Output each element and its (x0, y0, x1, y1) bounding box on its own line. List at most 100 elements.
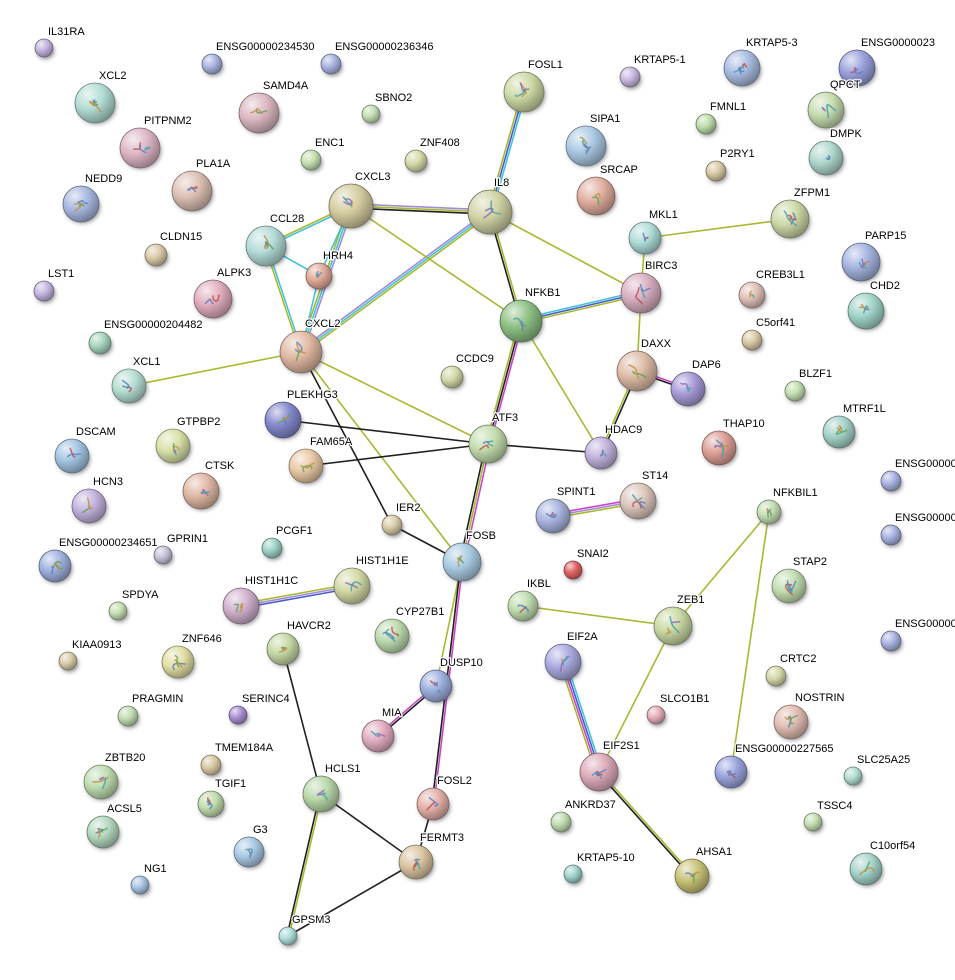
protein-node-CCDC9[interactable] (440, 365, 465, 390)
protein-node-LST1[interactable] (33, 280, 56, 303)
protein-node-SPINT1[interactable] (535, 498, 572, 535)
interaction-edge-GPSM3-FERMT3[interactable] (287, 861, 417, 937)
protein-node-NOSTRIN[interactable] (773, 704, 810, 741)
protein-node-KIAA0913[interactable] (58, 651, 79, 673)
protein-node-EIF2A[interactable] (544, 643, 583, 682)
interaction-edge-CXCL3-NFKB1[interactable] (350, 205, 522, 322)
protein-node-CXCL3[interactable] (328, 183, 375, 229)
protein-node-KRTAP5-3[interactable] (723, 49, 762, 88)
interaction-edge-HIST1H1E-HIST1H1C[interactable] (239, 583, 354, 609)
protein-node-DUSP10[interactable] (419, 669, 454, 704)
protein-node-IL31RA[interactable] (34, 38, 55, 60)
interaction-edge-HCLS1-GPSM3[interactable] (286, 792, 323, 938)
protein-node-CRTC2[interactable] (765, 665, 788, 688)
protein-node-ZFPM1[interactable] (770, 199, 811, 240)
protein-node-ENSG00000236346[interactable] (320, 53, 343, 76)
protein-node-SAMD4A[interactable] (238, 92, 281, 134)
protein-node-EIF2S1[interactable] (579, 752, 620, 793)
interaction-edge-FAM65A-ATF3[interactable] (305, 443, 489, 467)
protein-node-SPDYA[interactable] (108, 601, 129, 623)
protein-node-ANKRD37[interactable] (550, 811, 573, 834)
protein-node-CCL28[interactable] (245, 225, 288, 267)
interaction-edge-CXCL2-ATF3[interactable] (300, 351, 489, 445)
protein-node-MKL1[interactable] (628, 221, 663, 256)
protein-node-ENSG_R2[interactable] (880, 524, 903, 547)
protein-node-SLC25A25[interactable] (843, 766, 864, 788)
interaction-edge-NFKBIL1-ENSG00000227565[interactable] (730, 511, 770, 773)
interaction-edge-EIF2S1-AHSA1[interactable] (597, 770, 694, 878)
protein-node-CREB3L1[interactable] (738, 281, 767, 310)
protein-node-ENSG00000227565[interactable] (714, 755, 749, 790)
protein-node-FOSL1[interactable] (503, 71, 546, 113)
protein-node-G3[interactable] (233, 836, 266, 869)
protein-node-BIRC3[interactable] (620, 272, 663, 314)
protein-node-GPSM3[interactable] (278, 926, 299, 948)
interaction-edge-ZEB1-EIF2S1[interactable] (598, 625, 674, 773)
protein-node-CTSK[interactable] (182, 472, 221, 511)
protein-node-BLZF1[interactable] (784, 380, 807, 403)
protein-node-ENSG00000234651[interactable] (38, 549, 73, 584)
protein-node-GTPBP2[interactable] (155, 428, 192, 465)
protein-node-HIST1H1E[interactable] (333, 567, 372, 606)
protein-node-DAXX[interactable] (616, 350, 659, 392)
interaction-edge-CXCL2-IL8[interactable] (298, 209, 493, 355)
protein-node-ACSL5[interactable] (86, 815, 121, 850)
protein-node-IL8[interactable] (467, 189, 514, 235)
protein-node-TGIF1[interactable] (197, 790, 226, 819)
protein-node-SRCAP[interactable] (576, 176, 617, 217)
protein-node-GPRIN1[interactable] (153, 545, 174, 567)
protein-node-C10orf54[interactable] (849, 852, 884, 887)
protein-node-HDAC9[interactable] (584, 436, 619, 471)
protein-node-FAM65A[interactable] (288, 448, 325, 485)
interaction-edge-CXCL3-IL8[interactable] (350, 203, 491, 215)
protein-node-MTRF1L[interactable] (822, 415, 857, 450)
protein-node-STAP2[interactable] (771, 568, 808, 605)
protein-node-PITPNM2[interactable] (119, 127, 162, 169)
protein-node-P2RY1[interactable] (705, 160, 728, 183)
interaction-edge-XCL1-CXCL2[interactable] (128, 351, 302, 387)
protein-node-XCL1[interactable] (111, 368, 148, 405)
protein-node-XCL2[interactable] (74, 82, 117, 124)
protein-node-ZNF646[interactable] (161, 645, 196, 680)
protein-node-ATF3[interactable] (468, 424, 509, 465)
protein-node-THAP10[interactable] (701, 430, 738, 467)
interaction-edge-MKL1-ZFPM1[interactable] (644, 218, 791, 239)
protein-node-AHSA1[interactable] (674, 858, 711, 895)
interaction-edge-NFKB1-HDAC9[interactable] (520, 320, 602, 454)
protein-node-DSCAM[interactable] (54, 438, 91, 475)
protein-node-ENSG_R3[interactable] (880, 630, 903, 653)
protein-node-IER2[interactable] (381, 514, 404, 537)
protein-node-ZNF408[interactable] (404, 149, 429, 174)
interaction-edge-PLEKHG3-ATF3[interactable] (282, 419, 489, 445)
protein-node-C5orf41[interactable] (741, 329, 764, 352)
interaction-edge-IL8-BIRC3[interactable] (489, 211, 642, 294)
protein-node-ALPK3[interactable] (193, 279, 234, 320)
protein-node-ENSG_TR[interactable] (838, 49, 877, 88)
protein-node-SLCO1B1[interactable] (646, 705, 667, 727)
protein-node-TMEM184A[interactable] (200, 754, 223, 777)
protein-node-ZEB1[interactable] (653, 606, 694, 647)
protein-node-PCGF1[interactable] (261, 537, 284, 560)
protein-node-ENSG_R1[interactable] (880, 470, 903, 493)
protein-node-NG1[interactable] (130, 875, 151, 897)
protein-node-FERMT3[interactable] (398, 844, 435, 881)
interaction-edge-IKBL-ZEB1[interactable] (522, 605, 674, 627)
protein-node-DMPK[interactable] (808, 140, 845, 177)
protein-node-SBNO2[interactable] (361, 104, 382, 126)
protein-node-ENSG00000234530[interactable] (201, 53, 224, 76)
protein-node-KRTAP5-10[interactable] (563, 864, 584, 886)
protein-node-CYP27B1[interactable] (374, 618, 411, 655)
protein-node-CXCL2[interactable] (279, 330, 324, 374)
interaction-edge-FOSB-DUSP10[interactable] (435, 561, 463, 687)
protein-node-FMNL1[interactable] (695, 113, 718, 136)
interaction-edge-ATF3-FOSB[interactable] (459, 442, 491, 564)
protein-node-TSSC4[interactable] (803, 812, 824, 834)
protein-node-MIA[interactable] (361, 719, 396, 754)
protein-node-FOSB[interactable] (442, 542, 483, 583)
protein-node-ST14[interactable] (619, 482, 658, 521)
protein-node-PLEKHG3[interactable] (264, 401, 303, 440)
protein-node-DAP6[interactable] (670, 371, 707, 408)
protein-node-KRTAP5-1[interactable] (619, 66, 642, 89)
protein-node-SNAI2[interactable] (563, 560, 584, 582)
protein-node-NFKB1[interactable] (499, 299, 544, 343)
